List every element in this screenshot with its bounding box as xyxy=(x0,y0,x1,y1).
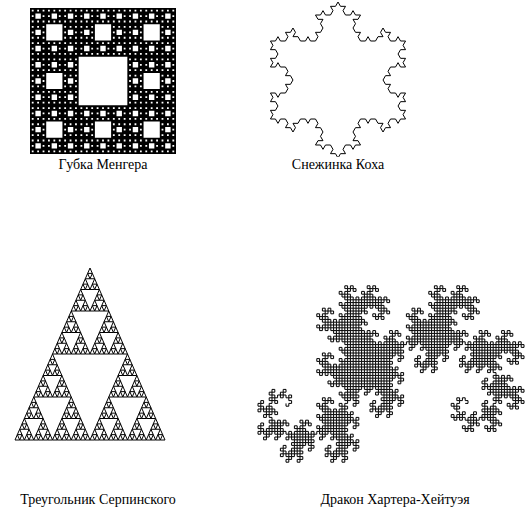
carpet-ground xyxy=(30,8,176,154)
fractal-caption: Губка Менгера xyxy=(59,157,148,173)
menger-carpet xyxy=(30,8,176,154)
carpet-holes xyxy=(32,10,174,152)
dragon-curve xyxy=(258,286,524,462)
sierpinski-triangle xyxy=(15,268,165,440)
fractal-caption: Снежинка Коха xyxy=(292,157,384,173)
koch-snowflake xyxy=(270,2,405,158)
fractal-caption: Дракон Хартера-Хейтуэя xyxy=(320,492,469,508)
fractal-caption: Треугольник Серпинского xyxy=(20,492,176,508)
